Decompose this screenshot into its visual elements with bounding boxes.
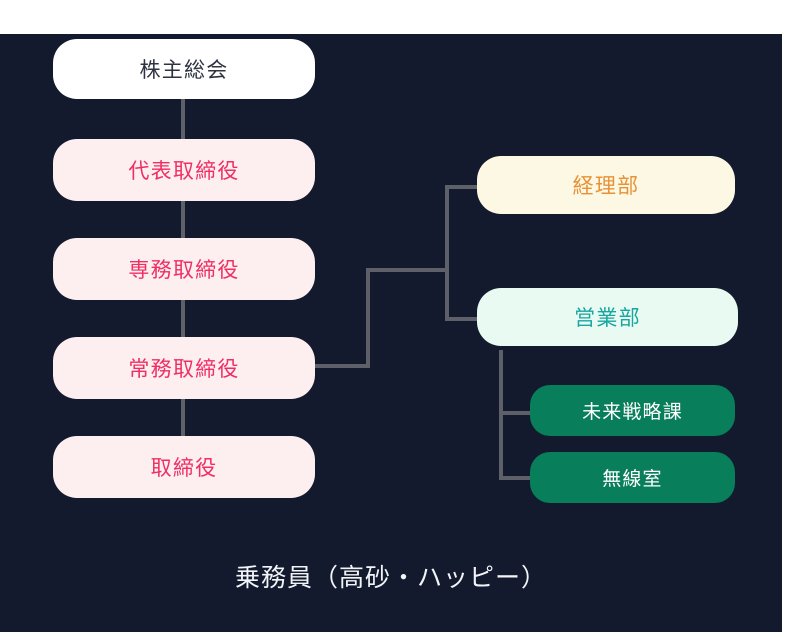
connector-root-to-exec1 xyxy=(181,97,185,139)
node-representative-director[interactable]: 代表取締役 xyxy=(53,139,315,201)
connector-exec3-branch-horizontal xyxy=(313,364,370,368)
connector-branch-mid-horizontal xyxy=(366,268,449,272)
node-shareholders-meeting[interactable]: 株主総会 xyxy=(53,39,315,99)
connector-dept-vertical xyxy=(445,185,449,321)
connector-sales-vertical xyxy=(499,350,503,480)
node-sales-department[interactable]: 営業部 xyxy=(477,288,738,346)
connector-to-strategy xyxy=(499,411,535,415)
connector-exec3-branch-vertical xyxy=(366,268,370,368)
node-accounting-department[interactable]: 経理部 xyxy=(477,156,735,214)
diagram-canvas: 株主総会 代表取締役 専務取締役 常務取締役 取締役 経理部 営業部 未来戦略課… xyxy=(0,34,782,632)
connector-to-sales xyxy=(445,317,481,321)
node-future-strategy-section[interactable]: 未来戦略課 xyxy=(530,385,735,436)
node-managing-director[interactable]: 常務取締役 xyxy=(53,337,315,399)
connector-to-accounting xyxy=(445,185,481,189)
node-senior-managing-director[interactable]: 専務取締役 xyxy=(53,238,315,300)
connector-exec2-to-exec3 xyxy=(181,298,185,338)
node-radio-room[interactable]: 無線室 xyxy=(530,452,735,503)
connector-exec3-to-exec4 xyxy=(181,397,185,437)
connector-exec1-to-exec2 xyxy=(181,199,185,239)
connector-to-radio xyxy=(499,476,535,480)
diagram-caption: 乗務員（高砂・ハッピー） xyxy=(234,564,547,592)
node-director[interactable]: 取締役 xyxy=(53,436,315,498)
